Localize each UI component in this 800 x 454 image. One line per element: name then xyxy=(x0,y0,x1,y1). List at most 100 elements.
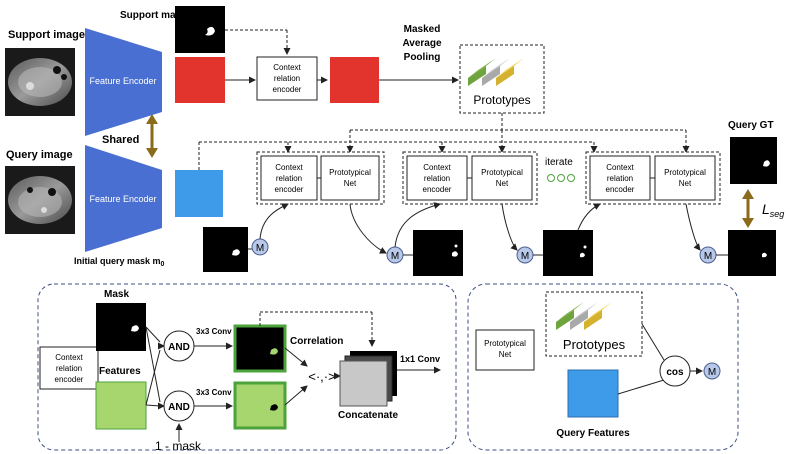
svg-text:relation: relation xyxy=(424,174,450,183)
svg-text:encoder: encoder xyxy=(606,185,635,194)
svg-text:Prototypical: Prototypical xyxy=(484,339,526,348)
query-feature-encoder: Feature Encoder xyxy=(85,145,162,252)
iteration-block-2: Context relation encoder Prototypical Ne… xyxy=(402,151,538,205)
encoded-support-feature xyxy=(330,57,379,103)
svg-text:Net: Net xyxy=(344,179,357,188)
svg-text:Context: Context xyxy=(275,163,303,172)
svg-text:M: M xyxy=(256,243,264,254)
context-encoder-detail-panel xyxy=(37,283,457,451)
inner-product-symbol: <·,·> xyxy=(308,369,335,384)
svg-text:Context: Context xyxy=(606,163,634,172)
query-feature-encoder-label: Feature Encoder xyxy=(89,194,156,204)
detail-context-relation-encoder: Context relation encoder xyxy=(39,346,99,390)
shared-arrow xyxy=(146,114,158,158)
svg-text:AND: AND xyxy=(168,342,190,353)
svg-text:relation: relation xyxy=(274,74,300,83)
svg-text:Pooling: Pooling xyxy=(404,52,441,63)
query-prediction-mask xyxy=(728,230,776,276)
prototypes-box-top: Prototypes xyxy=(459,44,545,114)
features-label: Features xyxy=(99,366,141,377)
detail-features-map xyxy=(95,381,147,430)
svg-text:M: M xyxy=(708,367,716,378)
masked-background-feature xyxy=(233,381,287,430)
detail-query-features-map xyxy=(567,369,619,418)
prototypes-label-top: Prototypes xyxy=(473,93,530,107)
svg-text:Net: Net xyxy=(679,179,692,188)
support-mask-image xyxy=(175,6,225,53)
prototype-bars-icon-detail xyxy=(556,302,612,330)
query-gt-label: Query GT xyxy=(728,120,774,131)
m-node-3: M xyxy=(516,246,534,264)
prototype-distribution-lines xyxy=(346,113,690,153)
shared-label: Shared xyxy=(102,134,139,146)
concatenate-label: Concatenate xyxy=(338,410,398,421)
lseg-label: Lseg xyxy=(762,201,784,219)
and-node-bottom: AND xyxy=(163,390,195,422)
svg-text:Prototypical: Prototypical xyxy=(329,168,371,177)
m-node-2: M xyxy=(386,246,404,264)
svg-text:encoder: encoder xyxy=(273,85,302,94)
initial-query-mask-image xyxy=(203,227,248,272)
svg-text:AND: AND xyxy=(168,402,190,413)
svg-text:relation: relation xyxy=(276,174,302,183)
support-feature-map xyxy=(175,57,225,103)
query-features-label: Query Features xyxy=(556,428,630,439)
svg-text:M: M xyxy=(521,251,529,262)
concatenated-feature-stack xyxy=(339,351,397,407)
svg-text:relation: relation xyxy=(56,364,82,373)
svg-text:cos: cos xyxy=(666,367,684,378)
conv1x1-label: 1x1 Conv xyxy=(400,354,440,364)
cos-node: cos xyxy=(659,355,691,387)
svg-text:Context: Context xyxy=(423,163,451,172)
prototypes-box-detail: Prototypes xyxy=(545,291,643,357)
ellipsis-dots xyxy=(547,174,575,182)
query-mask-iter-1 xyxy=(413,230,463,276)
loss-arrow xyxy=(742,189,754,228)
query-gt-image xyxy=(730,137,777,184)
svg-text:Masked: Masked xyxy=(404,24,441,35)
iteration-block-3: Context relation encoder Prototypical Ne… xyxy=(585,151,721,205)
prototypes-label-detail: Prototypes xyxy=(563,337,626,352)
and-node-top: AND xyxy=(163,330,195,362)
svg-text:relation: relation xyxy=(607,174,633,183)
one-minus-mask-label: 1 - mask xyxy=(155,439,202,453)
masked-average-pooling-label: Masked Average Pooling xyxy=(402,24,442,63)
svg-text:Average: Average xyxy=(402,38,442,49)
prototype-bars-icon xyxy=(468,58,524,86)
support-mask-label: Support mask xyxy=(120,10,187,21)
correlation-label: Correlation xyxy=(290,336,343,347)
iterate-label: iterate xyxy=(545,157,573,168)
detail-mask-image xyxy=(96,303,146,351)
conv3x3-label-bottom: 3x3 Conv xyxy=(196,388,232,397)
svg-text:Prototypical: Prototypical xyxy=(481,168,523,177)
svg-text:Net: Net xyxy=(496,179,509,188)
support-feature-encoder: Feature Encoder xyxy=(85,28,162,136)
svg-text:Context: Context xyxy=(55,353,83,362)
svg-text:encoder: encoder xyxy=(275,185,304,194)
support-ct-image xyxy=(5,48,75,116)
m-node-4: M xyxy=(699,246,717,264)
mask-label: Mask xyxy=(104,289,129,300)
support-feature-encoder-label: Feature Encoder xyxy=(89,76,156,86)
svg-text:M: M xyxy=(704,251,712,262)
query-mask-iter-2 xyxy=(543,230,593,276)
svg-text:encoder: encoder xyxy=(423,185,452,194)
top-context-relation-encoder: Context relation encoder xyxy=(256,56,318,101)
svg-text:Net: Net xyxy=(499,350,512,359)
detail-prototypical-net: Prototypical Net xyxy=(475,329,535,371)
svg-text:Context: Context xyxy=(273,63,301,72)
masked-foreground-feature xyxy=(233,324,287,373)
query-feature-map xyxy=(175,170,223,217)
iteration-block-1: Context relation encoder Prototypical Ne… xyxy=(256,151,385,205)
conv3x3-label-top: 3x3 Conv xyxy=(196,327,232,336)
query-ct-image xyxy=(5,166,75,234)
initial-query-mask-label: Initial query mask m0 xyxy=(74,256,165,268)
m-node-detail: M xyxy=(703,362,721,380)
svg-text:M: M xyxy=(391,251,399,262)
svg-text:Prototypical: Prototypical xyxy=(664,168,706,177)
query-image-label: Query image xyxy=(6,149,73,161)
support-image-label: Support image xyxy=(8,29,85,41)
m-node-1: M xyxy=(251,238,269,256)
svg-text:encoder: encoder xyxy=(55,375,84,384)
